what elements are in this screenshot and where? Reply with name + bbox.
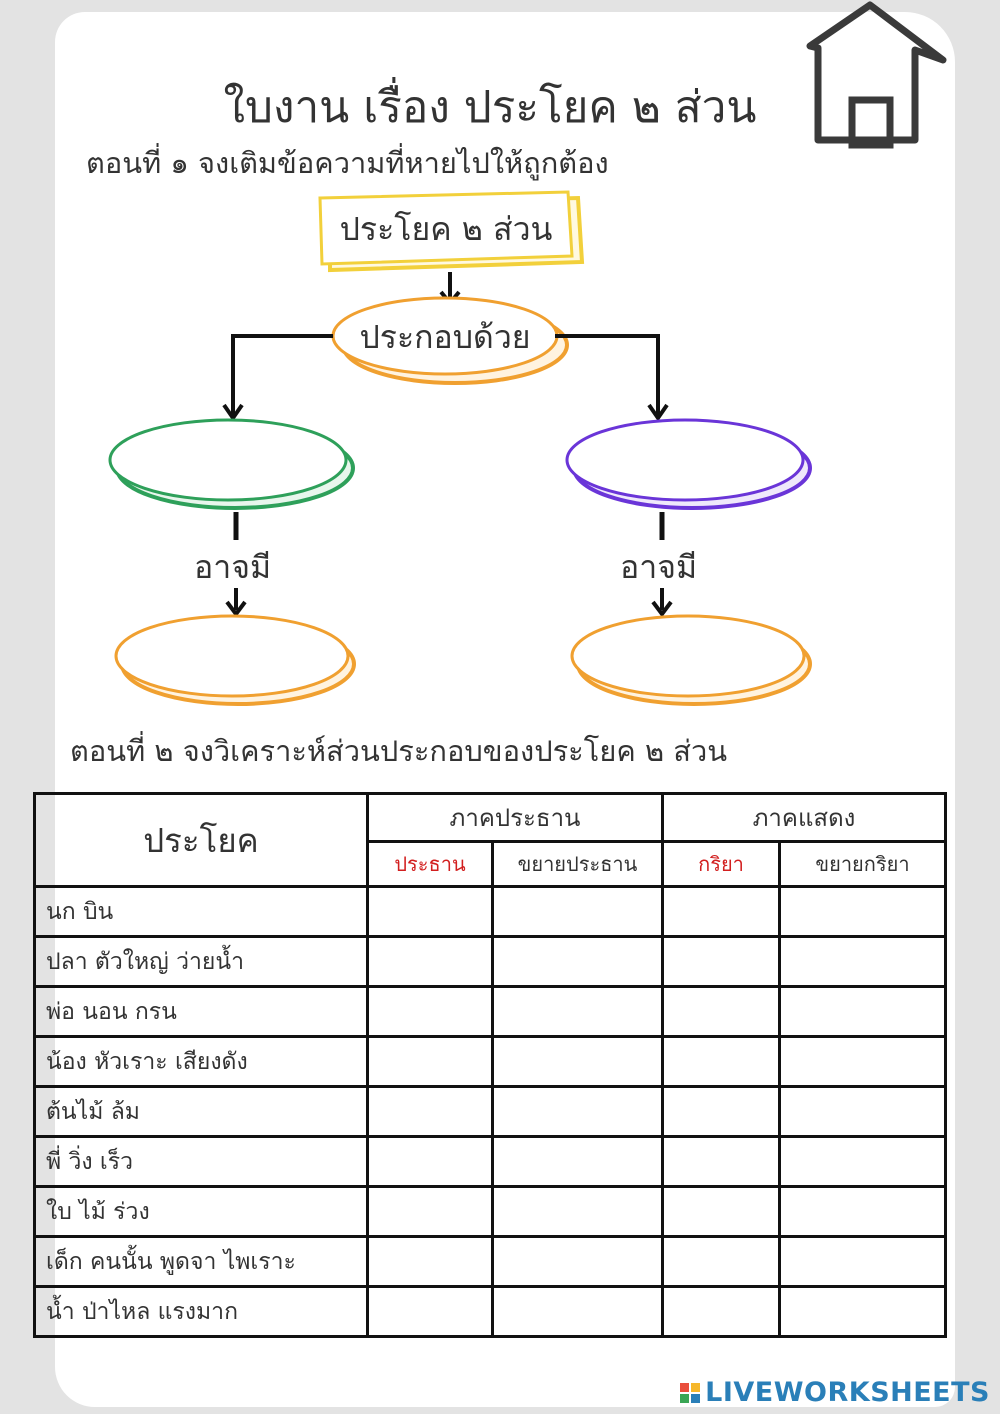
left-answer-box[interactable] [112, 422, 348, 500]
answer-cell[interactable] [661, 1235, 781, 1288]
answer-cell[interactable] [661, 1135, 781, 1188]
right-answer-box[interactable] [569, 422, 805, 500]
part2-instruction: ตอนที่ ๒ จงวิเคราะห์ส่วนประกอบของประโยค … [70, 734, 728, 768]
table-row: ต้นไม้ ล้ม [33, 1085, 947, 1138]
header-subject-modifier: ขยายประธาน [491, 840, 664, 888]
answer-cell[interactable] [661, 1185, 781, 1238]
mid-box-shape [331, 296, 569, 385]
header-verb: กริยา [661, 840, 781, 888]
table-row: ใบ ไม้ ร่วง [33, 1185, 947, 1238]
table-row: ปลา ตัวใหญ่ ว่ายน้ำ [33, 935, 947, 988]
table-row: พ่อ นอน กรน [33, 985, 947, 1038]
top-box: ประโยค ๒ ส่วน [339, 209, 553, 248]
answer-cell[interactable] [778, 885, 947, 938]
answer-cell[interactable] [366, 885, 494, 938]
left-bottom-answer-box[interactable] [118, 618, 350, 696]
table-row: เด็ก คนนั้น พูดจา ไพเราะ [33, 1235, 947, 1288]
answer-cell[interactable] [366, 1285, 494, 1338]
answer-cell[interactable] [491, 1085, 664, 1138]
header-predicate-group: ภาคแสดง [661, 792, 947, 843]
right-may-label: อาจมี [620, 548, 698, 586]
answer-cell[interactable] [778, 985, 947, 1038]
sentence-cell: นก บิน [33, 885, 369, 938]
answer-cell[interactable] [491, 1235, 664, 1288]
answer-cell[interactable] [366, 1135, 494, 1188]
sentence-cell: ปลา ตัวใหญ่ ว่ายน้ำ [33, 935, 369, 988]
sentence-cell: น้ำ ป่าไหล แรงมาก [33, 1285, 369, 1338]
left-bottom-box-shape [114, 614, 356, 706]
right-box-shape [565, 418, 812, 510]
answer-cell[interactable] [778, 1285, 947, 1338]
answer-cell[interactable] [366, 1185, 494, 1238]
answer-cell[interactable] [778, 935, 947, 988]
top-box-shape [318, 190, 585, 273]
analysis-table: ประโยค ภาคประธาน ภาคแสดง ประธาน ขยายประธ… [33, 792, 947, 1338]
part1-instruction: ตอนที่ ๑ จงเติมข้อความที่หายไปให้ถูกต้อง [86, 146, 609, 180]
logo-text: LIVEWORKSHEETS [705, 1377, 990, 1408]
header-subject: ประธาน [366, 840, 494, 888]
table-row: น้ำ ป่าไหล แรงมาก [33, 1285, 947, 1338]
answer-cell[interactable] [366, 985, 494, 1038]
answer-cell[interactable] [661, 1085, 781, 1138]
answer-cell[interactable] [491, 1035, 664, 1088]
table-row: นก บิน [33, 885, 947, 938]
header-verb-modifier: ขยายกริยา [778, 840, 947, 888]
answer-cell[interactable] [491, 1285, 664, 1338]
answer-cell[interactable] [366, 1035, 494, 1088]
left-box-shape [108, 418, 355, 510]
liveworksheets-logo-icon [680, 1382, 701, 1403]
answer-cell[interactable] [778, 1085, 947, 1138]
answer-cell[interactable] [661, 1285, 781, 1338]
liveworksheets-logo[interactable]: LIVEWORKSHEETS [680, 1377, 990, 1408]
table-row: น้อง หัวเราะ เสียงดัง [33, 1035, 947, 1088]
concept-diagram [108, 190, 812, 706]
home-icon[interactable] [800, 0, 950, 150]
answer-cell[interactable] [661, 885, 781, 938]
header-sentence: ประโยค [33, 792, 369, 888]
right-bottom-box-shape [570, 614, 812, 706]
answer-cell[interactable] [778, 1135, 947, 1188]
table-row: พี่ วิ่ง เร็ว [33, 1135, 947, 1188]
answer-cell[interactable] [661, 1035, 781, 1088]
answer-cell[interactable] [661, 985, 781, 1038]
sentence-cell: ใบ ไม้ ร่วง [33, 1185, 369, 1238]
sentence-cell: เด็ก คนนั้น พูดจา ไพเราะ [33, 1235, 369, 1288]
sentence-cell: พ่อ นอน กรน [33, 985, 369, 1038]
mid-box: ประกอบด้วย [359, 317, 531, 356]
answer-cell[interactable] [661, 935, 781, 988]
page-title: ใบงาน เรื่อง ประโยค ๒ ส่วน [223, 82, 757, 133]
answer-cell[interactable] [366, 935, 494, 988]
sentence-cell: น้อง หัวเราะ เสียงดัง [33, 1035, 369, 1088]
right-bottom-answer-box[interactable] [574, 618, 806, 696]
answer-cell[interactable] [778, 1185, 947, 1238]
header-subject-group: ภาคประธาน [366, 792, 664, 843]
answer-cell[interactable] [491, 885, 664, 938]
answer-cell[interactable] [366, 1235, 494, 1288]
sentence-cell: ต้นไม้ ล้ม [33, 1085, 369, 1138]
left-may-label: อาจมี [194, 548, 272, 586]
sentence-cell: พี่ วิ่ง เร็ว [33, 1135, 369, 1188]
answer-cell[interactable] [491, 935, 664, 988]
answer-cell[interactable] [491, 1135, 664, 1188]
answer-cell[interactable] [778, 1035, 947, 1088]
answer-cell[interactable] [491, 985, 664, 1038]
answer-cell[interactable] [366, 1085, 494, 1138]
answer-cell[interactable] [491, 1185, 664, 1238]
answer-cell[interactable] [778, 1235, 947, 1288]
